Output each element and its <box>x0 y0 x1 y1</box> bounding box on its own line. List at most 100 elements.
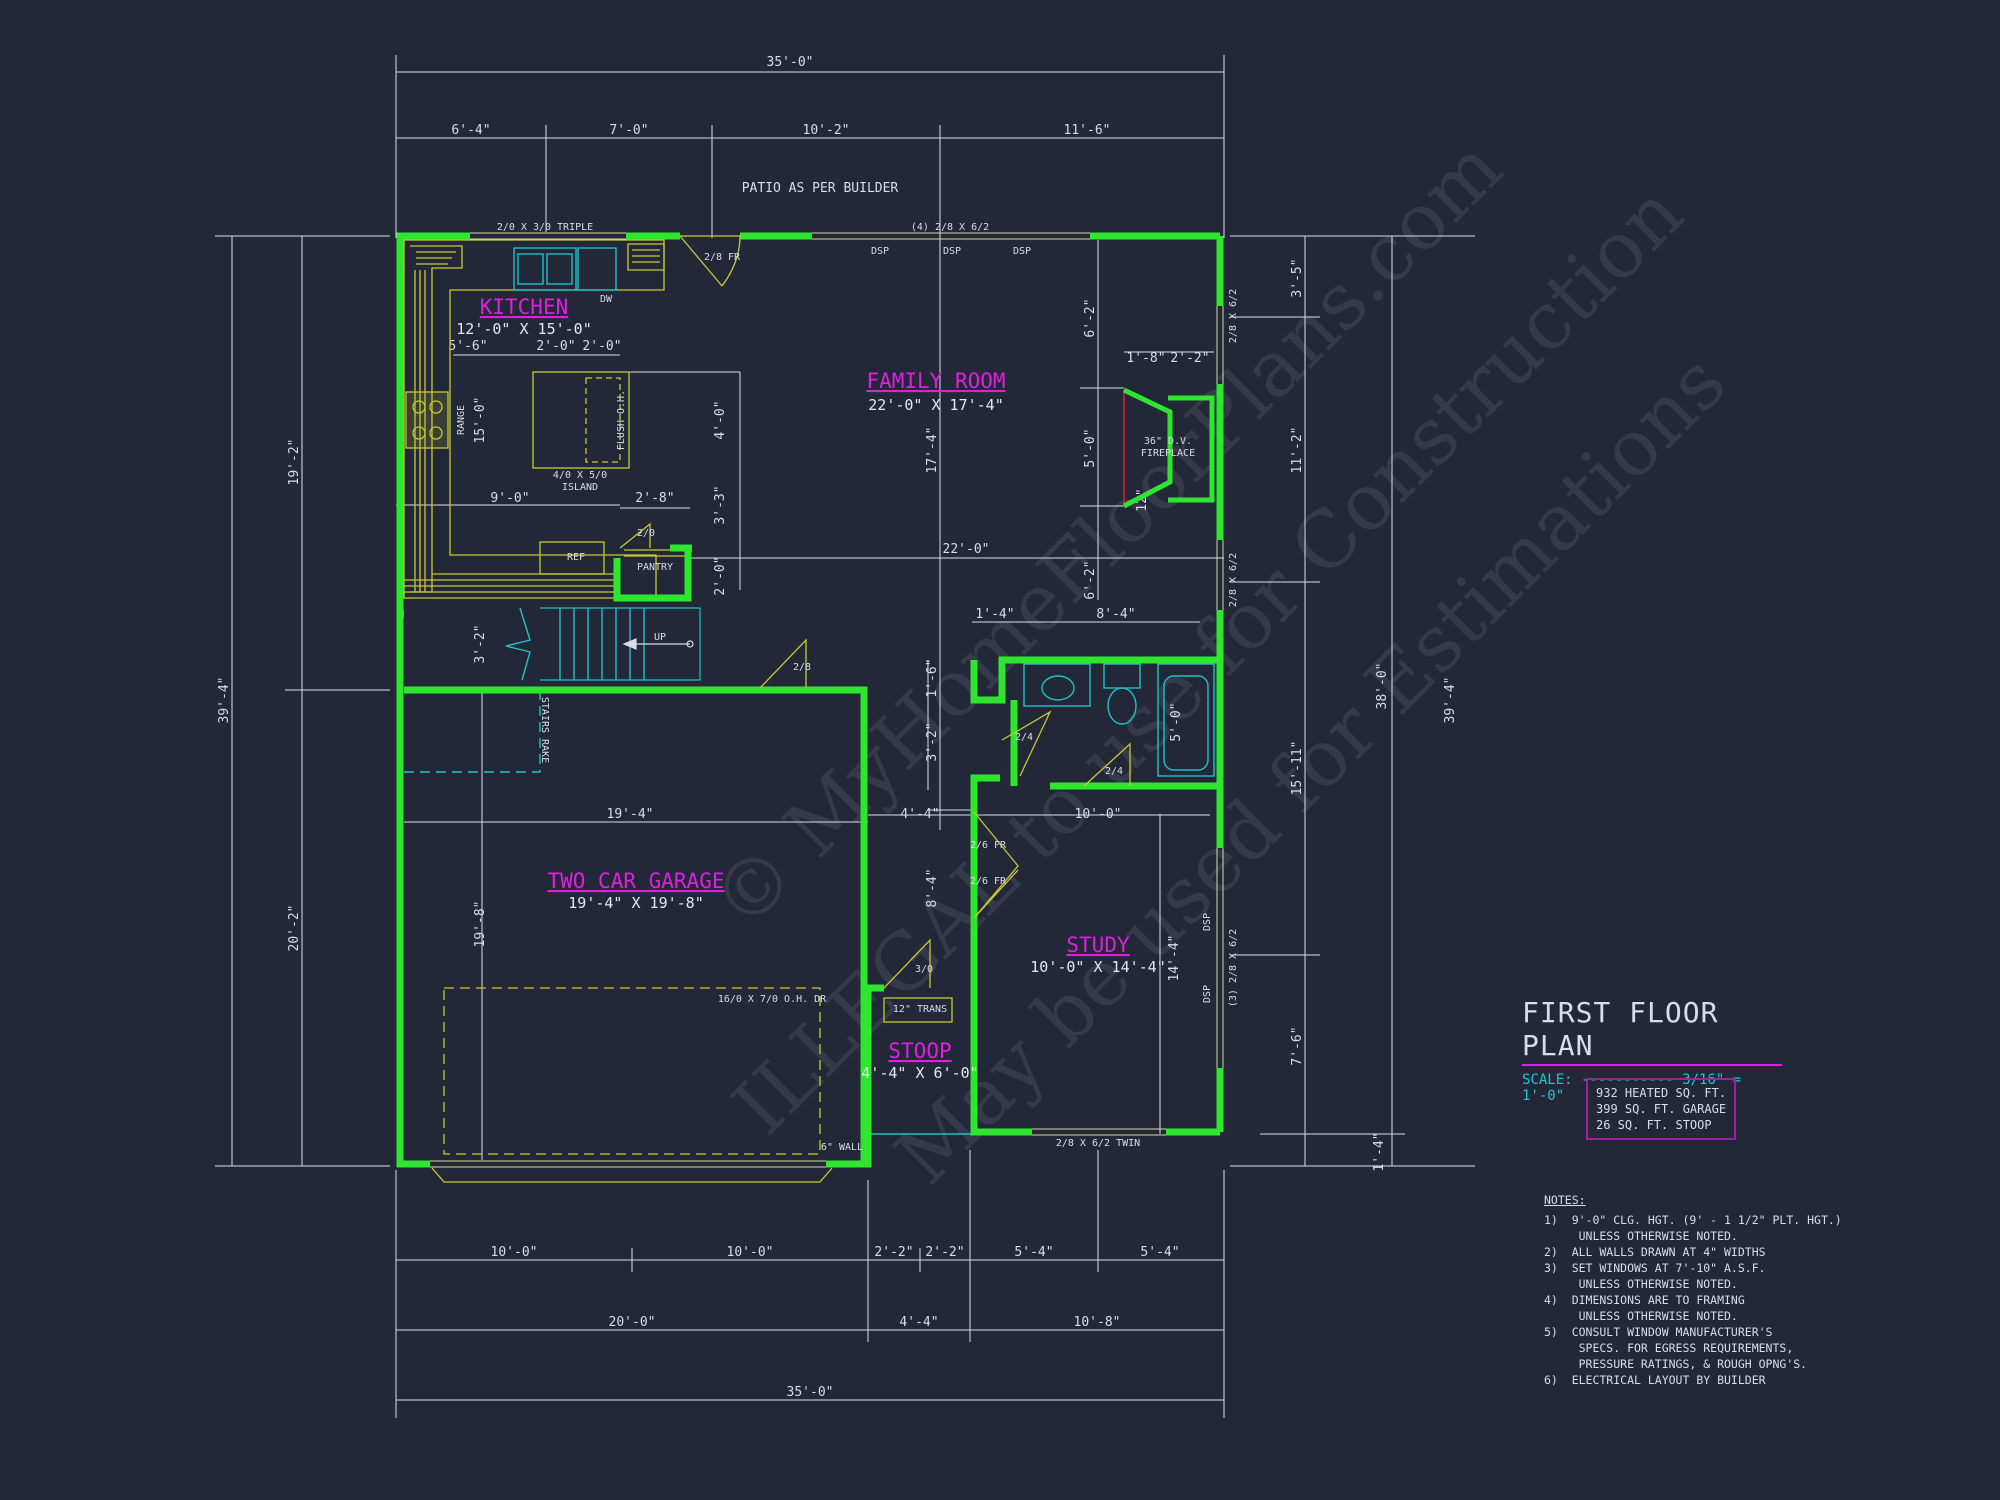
dim-bottom-mid-2: 4'-4" <box>899 1315 938 1330</box>
plan-scale: SCALE: ----------- 3/16" = 1'-0" <box>1522 1072 1742 1104</box>
door-bath-2 <box>1083 742 1131 787</box>
flush-overhang <box>585 377 621 463</box>
area-garage: 399 SQ. FT. GARAGE <box>1596 1102 1727 1116</box>
label-study-window: (3) 2/8 X 6/2 <box>1228 929 1239 1007</box>
dim-top-total: 35'-0" <box>767 55 814 70</box>
dim-19-8: 19'-8" <box>473 901 488 948</box>
lavatory <box>1023 663 1091 707</box>
label-dsp-5: DSP <box>1202 985 1213 1003</box>
dim-right-2: 11'-2" <box>1290 427 1305 474</box>
label-dsp-1: DSP <box>871 246 889 257</box>
room-stoop-size: 4'-4" X 6'-0" <box>861 1064 978 1082</box>
dim-3-2-a: 3'-2" <box>473 624 488 663</box>
area-summary: 932 HEATED SQ. FT. 399 SQ. FT. GARAGE 26… <box>1586 1078 1737 1140</box>
door-stoop <box>883 938 931 989</box>
label-bath-door-1: 2/4 <box>1015 732 1033 743</box>
door-pantry <box>619 522 651 549</box>
dim-2-0-a: 2'-0" <box>536 339 575 354</box>
garage-apron <box>431 1167 833 1183</box>
dim-2-8: 2'-8" <box>635 491 674 506</box>
note-item: 3) SET WINDOWS AT 7'-10" A.S.F. UNLESS O… <box>1544 1261 1766 1291</box>
room-family-size: 22'-0" X 17'-4" <box>868 396 1003 414</box>
label-bath-door-2: 2/4 <box>1105 766 1123 777</box>
doors <box>619 235 1131 1023</box>
dim-bottom-6: 5'-4" <box>1140 1245 1179 1260</box>
label-garage-door: 2/8 <box>793 662 811 673</box>
dim-19-4: 19'-4" <box>607 807 654 822</box>
label-dsp-4: DSP <box>1202 913 1213 931</box>
note-item: 2) ALL WALLS DRAWN AT 4" WIDTHS <box>1544 1245 1766 1259</box>
dim-2-2: 2'-2" <box>1170 351 1209 366</box>
dimension-text: 35'-0" 6'-4" 7'-0" 10'-2" 11'-6" 10'-0" … <box>217 55 1458 1400</box>
room-study: STUDY <box>1066 933 1130 957</box>
label-fr-door: 2/8 FR <box>704 252 741 263</box>
dim-top-1: 6'-4" <box>451 123 490 138</box>
dim-8-4-b: 8'-4" <box>925 868 940 907</box>
kitchen-cabinets <box>403 239 833 1183</box>
dim-bottom-mid-3: 10'-8" <box>1074 1315 1121 1330</box>
note-item: 4) DIMENSIONS ARE TO FRAMING UNLESS OTHE… <box>1544 1293 1745 1323</box>
label-dsp-3: DSP <box>1013 246 1031 257</box>
dim-6-2-a: 6'-2" <box>1083 298 1098 337</box>
room-stoop: STOOP <box>888 1039 951 1063</box>
dim-right-3: 15'-11" <box>1290 741 1305 796</box>
range <box>405 391 449 449</box>
refrigerator <box>539 541 605 575</box>
door-bath-1 <box>1001 710 1052 777</box>
label-dw: DW <box>600 294 613 305</box>
dim-bottom-4: 2'-2" <box>925 1245 964 1260</box>
room-garage-size: 19'-4" X 19'-8" <box>568 894 703 912</box>
dim-6-2-b: 6'-2" <box>1083 560 1098 599</box>
dim-22-0: 22'-0" <box>943 542 990 557</box>
room-family: FAMILY ROOM <box>866 369 1005 393</box>
overhead-door <box>443 987 821 1155</box>
kitchen-island <box>532 371 630 469</box>
dim-top-2: 7'-0" <box>609 123 648 138</box>
dim-1-4: 1'-4" <box>975 607 1014 622</box>
notes-block: NOTES: 1) 9'-0" CLG. HGT. (9' - 1 1/2" P… <box>1544 1192 1842 1388</box>
dim-1-6: 1'-6" <box>925 658 940 697</box>
label-oh-door: 16/0 X 7/0 O.H. DR <box>718 994 827 1005</box>
room-garage: TWO CAR GARAGE <box>547 869 724 893</box>
dim-top-3: 10'-2" <box>803 123 850 138</box>
walls <box>396 232 1224 1168</box>
dimension-lines <box>215 55 1475 1418</box>
label-fireplace-size: 36" D.V. <box>1144 436 1192 447</box>
label-patio-doors: (4) 2/8 X 6/2 <box>911 222 989 233</box>
label-pantry: PANTRY <box>637 562 673 573</box>
dim-4-4: 4'-4" <box>900 807 939 822</box>
label-6in-wall: 6" WALL <box>821 1142 863 1153</box>
label-fr-1: 2/6 FR <box>970 840 1007 851</box>
dim-5-6: 5'-6" <box>448 339 487 354</box>
dim-3-2-b: 3'-2" <box>925 722 940 761</box>
dim-left-lower: 20'-2" <box>287 905 302 952</box>
note-item: 1) 9'-0" CLG. HGT. (9' - 1 1/2" PLT. HGT… <box>1544 1213 1842 1243</box>
fixture-labels: PATIO AS PER BUILDER 2/0 X 3/0 TRIPLE (4… <box>456 181 1239 1153</box>
dim-top-4: 11'-6" <box>1064 123 1111 138</box>
windows <box>430 232 1224 1168</box>
label-transom: 12" TRANS <box>893 1004 947 1015</box>
label-stairs-rake: STAIRS RAKE <box>539 697 550 763</box>
stair-up-arrow <box>622 638 694 650</box>
dim-left-total: 39'-4" <box>217 677 232 724</box>
label-dsp-2: DSP <box>943 246 961 257</box>
dim-15-0: 15'-0" <box>473 397 488 444</box>
dim-5-0-a: 5'-0" <box>1083 428 1098 467</box>
room-study-size: 10'-0" X 14'-4" <box>1030 958 1165 976</box>
dim-bottom-total: 35'-0" <box>787 1385 834 1400</box>
patio-note: PATIO AS PER BUILDER <box>742 181 899 196</box>
dim-17-4: 17'-4" <box>925 427 940 474</box>
dim-bottom-5: 5'-4" <box>1014 1245 1053 1260</box>
dim-3-3: 3'-3" <box>713 485 728 524</box>
room-kitchen-size: 12'-0" X 15'-0" <box>456 320 591 338</box>
dim-10-0: 10'-0" <box>1075 807 1122 822</box>
dim-1-8: 1'-8" <box>1126 351 1165 366</box>
dim-right-5: 1'-4" <box>1372 1132 1387 1171</box>
dim-right-total: 39'-4" <box>1443 677 1458 724</box>
label-fr-2: 2/6 FR <box>970 876 1007 887</box>
dim-4-0: 4'-0" <box>713 400 728 439</box>
dim-2-0-c: 2'-0" <box>713 556 728 595</box>
dim-right-4: 7'-6" <box>1290 1026 1305 1065</box>
dim-left-upper: 19'-2" <box>287 439 302 486</box>
door-garage-2-8 <box>759 638 807 689</box>
